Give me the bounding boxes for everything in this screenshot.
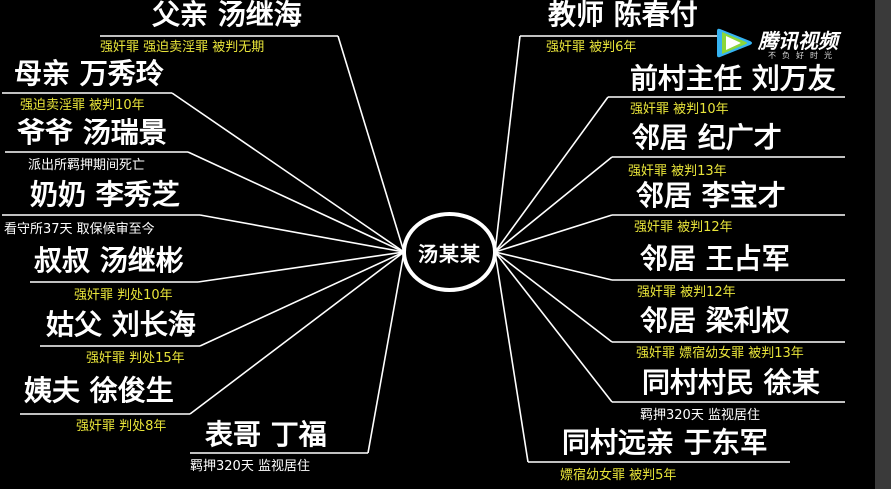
right-node-desc: 强奸罪 被判6年	[546, 40, 637, 55]
left-node-name: 表哥 丁福	[205, 418, 327, 451]
connector-line	[494, 96, 609, 253]
connector-line	[494, 251, 529, 463]
right-node-name: 邻居 纪广才	[632, 121, 782, 154]
left-node-desc: 强奸罪 判处10年	[74, 288, 173, 303]
left-node-desc: 强迫卖淫罪 被判10年	[20, 98, 145, 113]
connector-line	[197, 251, 405, 283]
connector-line	[171, 92, 405, 253]
right-node-desc: 强奸罪 被判10年	[630, 102, 729, 117]
right-node-name: 前村主任 刘万友	[630, 62, 836, 95]
right-node-name: 同村村民 徐某	[642, 366, 820, 399]
connector-line	[494, 251, 613, 403]
right-node-name: 教师 陈春付	[548, 0, 698, 31]
connector-line	[494, 251, 613, 281]
right-node-name: 邻居 李宝才	[636, 179, 786, 212]
right-node-desc: 羁押320天 监视居住	[640, 408, 760, 423]
watermark-brand: 腾讯视频	[758, 29, 838, 53]
right-node-name: 同村远亲 于东军	[562, 426, 768, 459]
connector-line	[199, 214, 405, 253]
connector-line	[189, 251, 405, 415]
connector-line	[187, 151, 405, 253]
right-node-desc: 强奸罪 嫖宿幼女罪 被判13年	[636, 346, 804, 361]
left-node-desc: 强奸罪 判处8年	[76, 419, 167, 434]
left-node-name: 姨夫 徐俊生	[24, 374, 174, 407]
right-node-desc: 嫖宿幼女罪 被判5年	[560, 468, 677, 483]
tencent-video-logo-icon	[717, 28, 752, 58]
connector-line	[337, 35, 405, 253]
watermark-slogan: 不负好时光	[768, 51, 838, 60]
left-node-name: 母亲 万秀玲	[14, 57, 164, 90]
right-node-name: 邻居 王占军	[640, 242, 790, 275]
connector-line	[199, 251, 405, 347]
right-node-name: 邻居 梁利权	[640, 304, 790, 337]
right-node-desc: 强奸罪 被判13年	[628, 164, 727, 179]
left-node-name: 姑父 刘长海	[46, 308, 196, 341]
center-node: 汤某某	[402, 212, 497, 292]
left-node-name: 父亲 汤继海	[152, 0, 302, 31]
left-node-name: 奶奶 李秀芝	[30, 178, 180, 211]
connector-line	[494, 214, 613, 253]
scrollbar-strip	[875, 0, 891, 489]
left-node-desc: 强奸罪 强迫卖淫罪 被判无期	[100, 40, 265, 55]
left-node-name: 爷爷 汤瑞景	[17, 116, 167, 149]
right-node-desc: 强奸罪 被判12年	[637, 285, 736, 300]
connector-line	[494, 251, 613, 343]
tencent-video-watermark: 腾讯视频 不负好时光	[716, 22, 856, 66]
connector-line	[494, 156, 613, 253]
connector-line	[367, 251, 405, 454]
left-node-name: 叔叔 汤继彬	[34, 244, 184, 277]
right-node-desc: 强奸罪 被判12年	[634, 220, 733, 235]
center-node-label: 汤某某	[418, 241, 481, 266]
left-node-desc: 看守所37天 取保候审至今	[4, 222, 155, 237]
left-node-desc: 强奸罪 判处15年	[86, 351, 185, 366]
left-node-desc: 羁押320天 监视居住	[190, 459, 310, 474]
connector-line	[494, 35, 521, 253]
left-node-desc: 派出所羁押期间死亡	[28, 158, 146, 173]
